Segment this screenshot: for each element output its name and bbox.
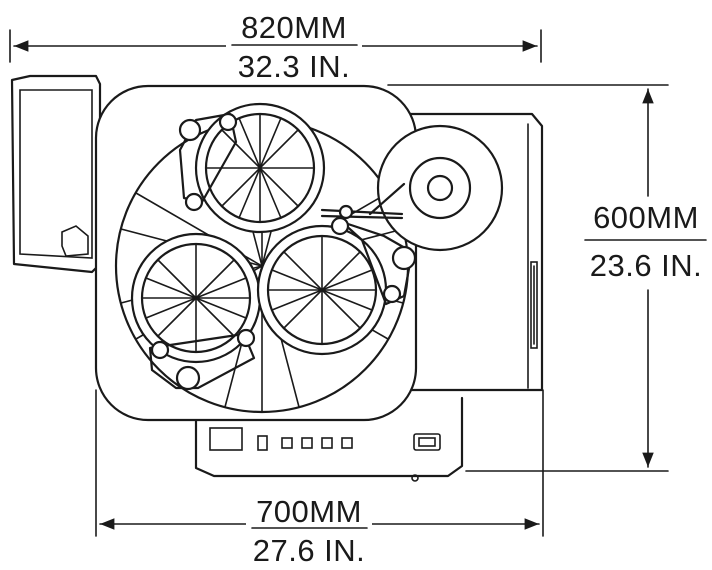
- tension-arm: [320, 182, 406, 220]
- reel-bottom-left: [130, 232, 262, 391]
- panel-button: [257, 435, 268, 451]
- rear-cabinet: [398, 112, 544, 392]
- top-width-imperial-label: 32.3 IN.: [238, 49, 351, 84]
- bottom-width-metric-label: 700MM: [256, 494, 362, 529]
- reel-bottom-right: [256, 216, 417, 356]
- top-width-dimension: 820MM 32.3 IN.: [9, 10, 542, 84]
- reel-top: [178, 102, 326, 234]
- side-tray: [10, 74, 102, 274]
- bottom-width-dimension: 700MM 27.6 IN.: [95, 389, 544, 568]
- panel-port: [413, 433, 441, 451]
- panel-button: [321, 437, 333, 449]
- panel-slot: [209, 427, 243, 451]
- top-width-metric-label: 820MM: [241, 10, 347, 45]
- panel-button: [281, 437, 293, 449]
- panel-button: [341, 437, 353, 449]
- panel-button: [301, 437, 313, 449]
- right-height-metric-label: 600MM: [593, 200, 699, 235]
- right-height-dimension: 600MM 23.6 IN.: [387, 84, 707, 472]
- right-height-imperial-label: 23.6 IN.: [590, 248, 703, 283]
- bottom-width-imperial-label: 27.6 IN.: [253, 533, 366, 568]
- control-panel: [194, 396, 464, 482]
- supply-spool: [376, 124, 504, 252]
